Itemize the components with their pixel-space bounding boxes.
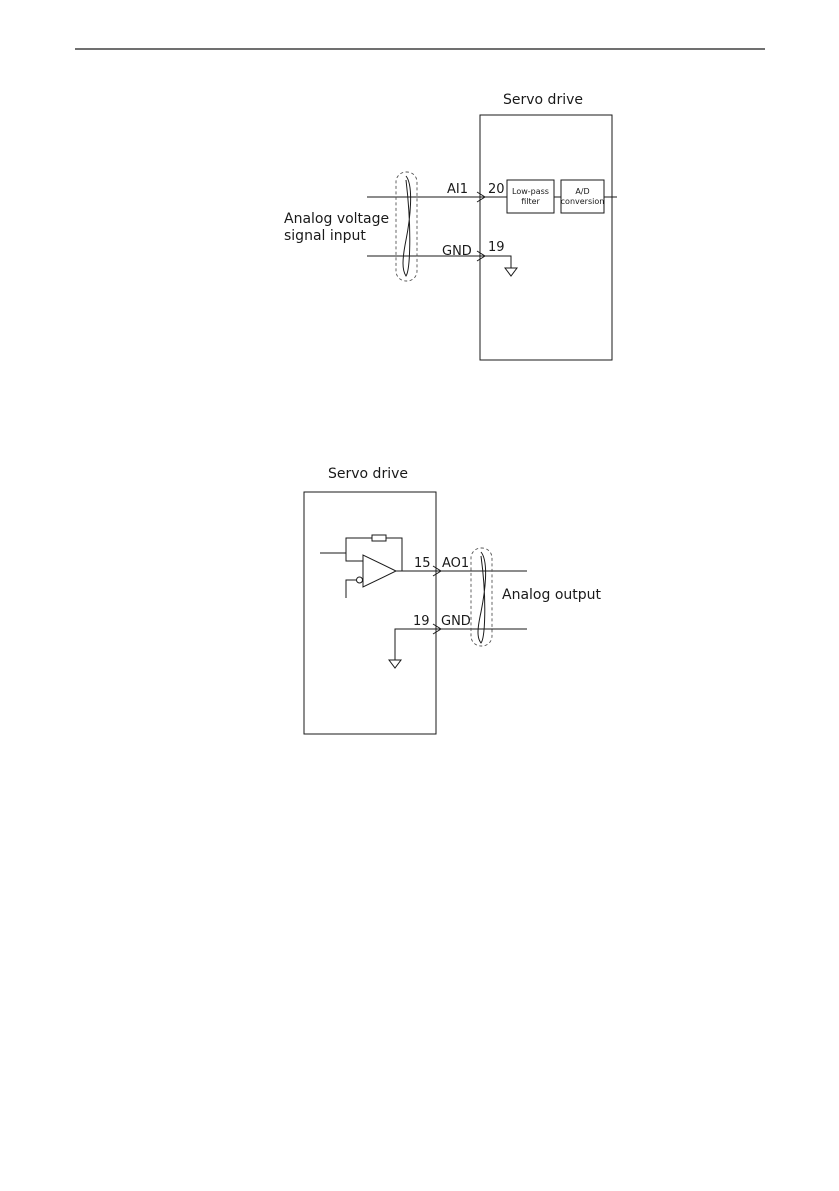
feedback-wire <box>346 538 372 553</box>
feedback-resistor-icon <box>372 535 386 541</box>
lowpass-filter-label-2: filter <box>521 197 540 206</box>
input-ground-icon <box>505 268 517 276</box>
output-gnd-terminal-name: GND <box>441 614 471 629</box>
ao1-terminal-name: AO1 <box>442 556 469 571</box>
ad-conversion-label-2: conversion <box>561 197 605 206</box>
output-drive-title: Servo drive <box>328 466 408 482</box>
input-signal-label-1: Analog voltage <box>284 211 389 227</box>
op-amp-icon <box>363 555 396 587</box>
output-signal-label: Analog output <box>502 587 602 603</box>
opamp-plus-wire <box>346 553 363 561</box>
ai1-pin-number: 20 <box>488 182 505 197</box>
lowpass-filter-label-1: Low-pass <box>512 187 549 196</box>
input-gnd-terminal-name: GND <box>442 244 472 259</box>
feedback-return-wire <box>386 538 402 571</box>
input-drive-box <box>480 115 612 360</box>
output-ground-icon <box>389 660 401 668</box>
analog-input-diagram: Servo drive Analog voltage signal input … <box>284 92 617 360</box>
ao1-pin-number: 15 <box>414 556 431 571</box>
input-signal-label-2: signal input <box>284 228 366 244</box>
opamp-inverting-bubble-icon <box>357 577 363 583</box>
ad-conversion-label-1: A/D <box>575 187 589 196</box>
input-gnd-internal-wire <box>485 256 511 268</box>
output-drive-box <box>304 492 436 734</box>
analog-output-diagram: Servo drive 15 AO1 19 GND Analog output <box>304 466 602 734</box>
input-gnd-pin-number: 19 <box>488 240 505 255</box>
opamp-minus-wire <box>346 580 357 598</box>
ai1-terminal-name: AI1 <box>447 182 468 197</box>
input-twisted-pair-icon <box>403 176 411 276</box>
output-gnd-pin-number: 19 <box>413 614 430 629</box>
input-drive-title: Servo drive <box>503 92 583 108</box>
